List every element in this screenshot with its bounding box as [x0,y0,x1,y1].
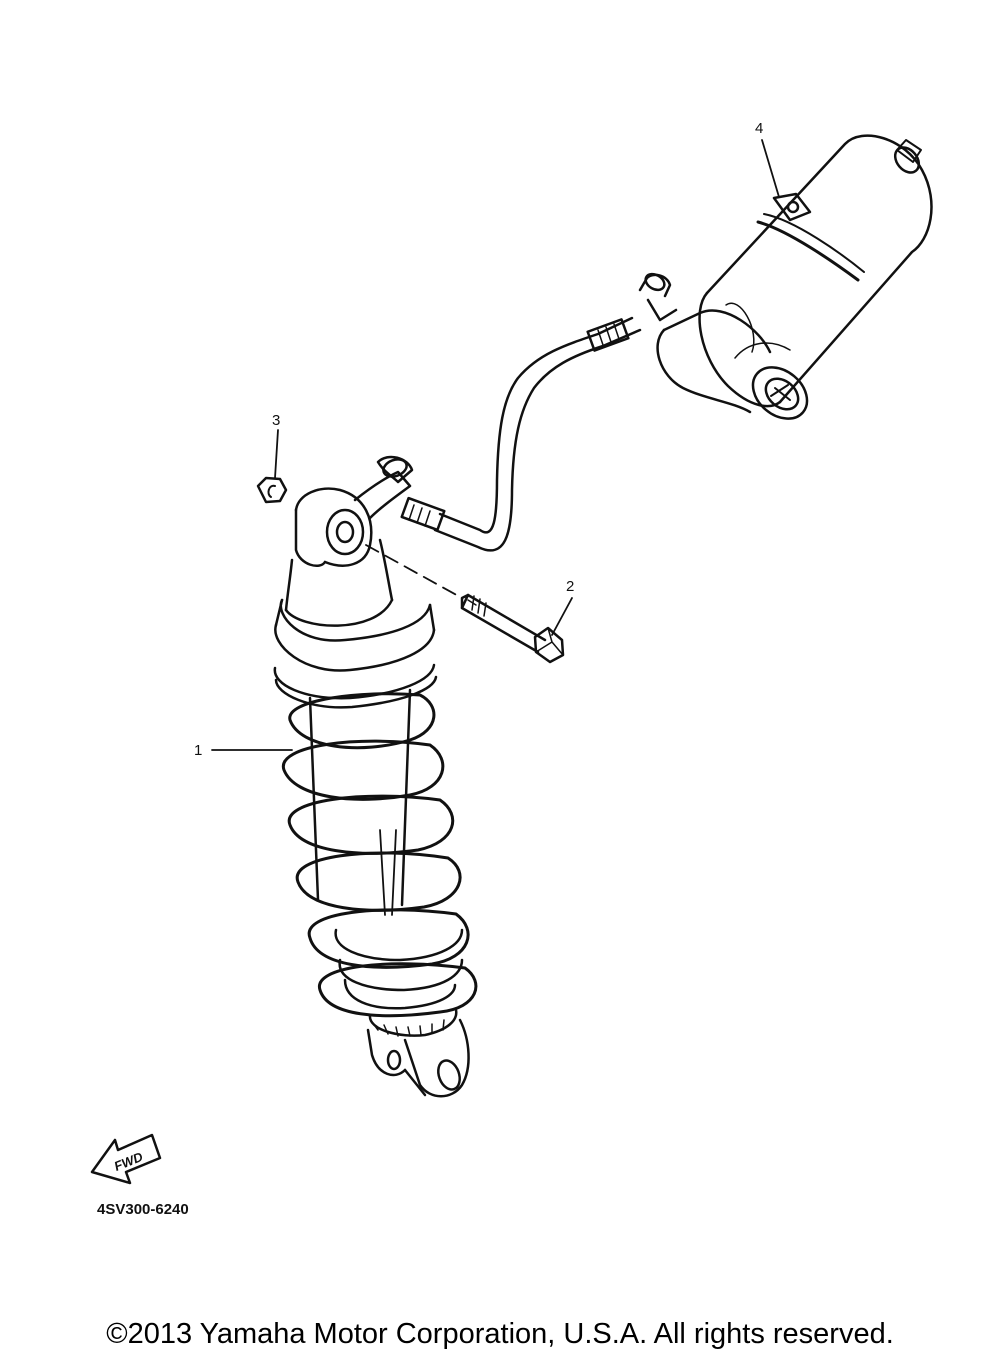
copyright-notice: ©2013 Yamaha Motor Corporation, U.S.A. A… [106,1318,894,1350]
callout-2: 2 [566,578,574,595]
leader-line-2 [551,597,573,636]
callout-1: 1 [194,742,202,759]
reservoir [638,134,933,420]
callout-4: 4 [755,120,763,137]
bolt [365,544,565,664]
nut [256,476,288,504]
reservoir-band [756,192,865,282]
diagram-code: 4SV300-6240 [97,1201,189,1218]
shock-absorber [273,455,478,1098]
callout-3: 3 [272,412,280,429]
leader-line-4 [761,139,780,198]
leader-line-3 [274,429,279,479]
hose [400,316,642,552]
fwd-arrow [90,1133,162,1185]
